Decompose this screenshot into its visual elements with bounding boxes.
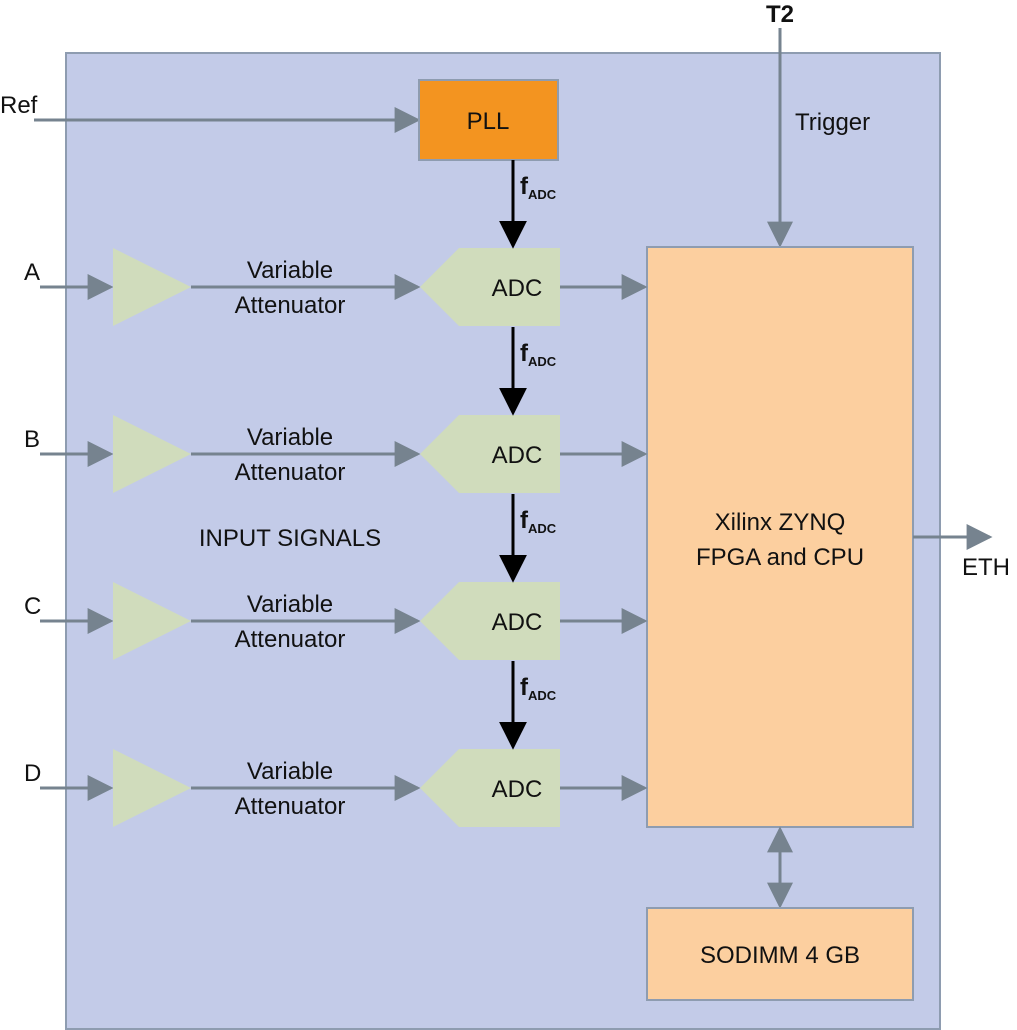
attenuator-label-line1: Variable	[247, 591, 333, 618]
pll-label: PLL	[467, 108, 510, 135]
sodimm-label: SODIMM 4 GB	[700, 942, 860, 969]
clock-label: fADC	[520, 173, 557, 202]
fpga-block: Xilinx ZYNQ FPGA and CPU	[646, 246, 914, 828]
amplifier-triangle	[113, 248, 191, 326]
adc-block	[420, 749, 560, 827]
fpga-label-line1: Xilinx ZYNQ	[715, 509, 846, 536]
clock-label: fADC	[520, 340, 557, 369]
t2-label: T2	[766, 1, 794, 28]
amplifier-triangle	[113, 582, 191, 660]
clock-arrow: fADC	[499, 661, 557, 750]
attenuator-label-line2: Attenuator	[235, 292, 346, 319]
attenuator-label-line1: Variable	[247, 257, 333, 284]
clock-label-f: f	[520, 507, 529, 534]
adc-block	[420, 415, 560, 493]
fpga-label-line2: FPGA and CPU	[696, 544, 864, 571]
adc-label: ADC	[492, 442, 543, 469]
adc-block	[420, 248, 560, 326]
clock-label-f: f	[520, 674, 529, 701]
clock-label-f: f	[520, 173, 529, 200]
eth-label: ETH	[962, 554, 1010, 581]
channel-input-label: A	[24, 259, 40, 286]
trigger-label: Trigger	[795, 109, 870, 136]
ref-label: Ref	[0, 92, 38, 119]
pll-block: PLL	[418, 79, 559, 161]
clock-label-sub: ADC	[528, 354, 557, 369]
clock-label-sub: ADC	[528, 521, 557, 536]
clock-label-sub: ADC	[528, 688, 557, 703]
attenuator-label-line2: Attenuator	[235, 793, 346, 820]
channel-input-label: D	[24, 760, 41, 787]
clock-label: fADC	[520, 674, 557, 703]
channel-input-label: B	[24, 426, 40, 453]
channel-input-label: C	[24, 593, 41, 620]
clock-label-f: f	[520, 340, 529, 367]
input-signals-label: INPUT SIGNALS	[199, 525, 381, 552]
clock-arrow: fADC	[499, 327, 557, 416]
adc-label: ADC	[492, 776, 543, 803]
clock-arrow: fADC	[499, 494, 557, 583]
attenuator-label-line1: Variable	[247, 758, 333, 785]
clock-label-sub: ADC	[528, 187, 557, 202]
attenuator-label-line1: Variable	[247, 424, 333, 451]
clock-label: fADC	[520, 507, 557, 536]
adc-label: ADC	[492, 609, 543, 636]
clock-arrow: fADC	[499, 160, 557, 249]
attenuator-label-line2: Attenuator	[235, 626, 346, 653]
adc-label: ADC	[492, 275, 543, 302]
adc-block	[420, 582, 560, 660]
amplifier-triangle	[113, 749, 191, 827]
attenuator-label-line2: Attenuator	[235, 459, 346, 486]
amplifier-triangle	[113, 415, 191, 493]
sodimm-block: SODIMM 4 GB	[646, 907, 914, 1001]
